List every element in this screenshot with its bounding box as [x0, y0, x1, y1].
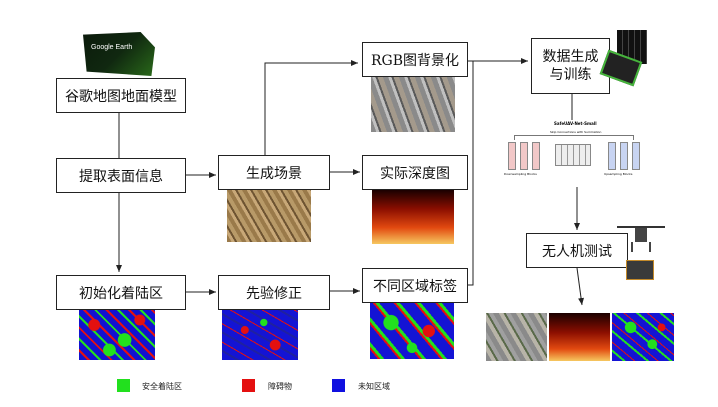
node-rgb-bg: RGB图背景化	[362, 42, 468, 77]
legend-label-obstacle: 障碍物	[268, 382, 292, 391]
network-skip-line	[514, 135, 634, 140]
network-block-5	[608, 142, 616, 170]
node-uav-test: 无人机测试	[526, 233, 628, 268]
legend-swatch-safe	[117, 379, 130, 392]
network-diagram: SafeUAV-Net-Small Skip Connections with …	[500, 118, 648, 190]
verify-fix-map	[222, 310, 298, 360]
network-block-6	[620, 142, 628, 170]
network-skip-label: Skip Connections with Summation	[550, 130, 602, 134]
network-block-2	[520, 142, 528, 170]
network-block-4	[555, 144, 591, 166]
gpu-board-icon	[626, 260, 654, 280]
network-block-1	[508, 142, 516, 170]
network-title: SafeUAV-Net-Small	[554, 121, 597, 126]
node-init-landing: 初始化着陆区	[56, 275, 186, 310]
init-landing-map	[79, 310, 155, 360]
network-block-3	[532, 142, 540, 170]
result-depth-image	[549, 313, 610, 361]
node-google-earth-model: 谷歌地图地面模型	[56, 78, 186, 113]
legend-label-unknown: 未知区域	[358, 382, 390, 391]
scene-aerial-image	[227, 190, 311, 242]
node-data-gen: 数据生成 与训练	[531, 38, 610, 94]
node-gen-scene: 生成场景	[218, 155, 330, 190]
google-earth-logo-text: Google Earth	[91, 44, 133, 51]
legend-swatch-unknown	[332, 379, 345, 392]
legend-swatch-obstacle	[242, 379, 255, 392]
depth-map-image	[372, 190, 454, 244]
rgb-city-image	[371, 77, 455, 132]
region-label-map	[370, 303, 454, 359]
result-rgb-image	[486, 313, 547, 361]
node-depth-map: 实际深度图	[362, 155, 468, 190]
result-label-map	[612, 313, 674, 361]
legend-label-safe: 安全着陆区	[142, 382, 182, 391]
node-region-label: 不同区域标签	[362, 268, 468, 303]
drone-icon	[617, 222, 665, 252]
network-up-label: Upsampling Blocks	[604, 172, 633, 176]
google-earth-logo: Google Earth	[83, 32, 155, 76]
network-down-label: Downsampling Blocks	[504, 172, 537, 176]
network-block-7	[632, 142, 640, 170]
node-verify-fix: 先验修正	[218, 275, 330, 310]
node-extract-surface: 提取表面信息	[56, 158, 186, 193]
